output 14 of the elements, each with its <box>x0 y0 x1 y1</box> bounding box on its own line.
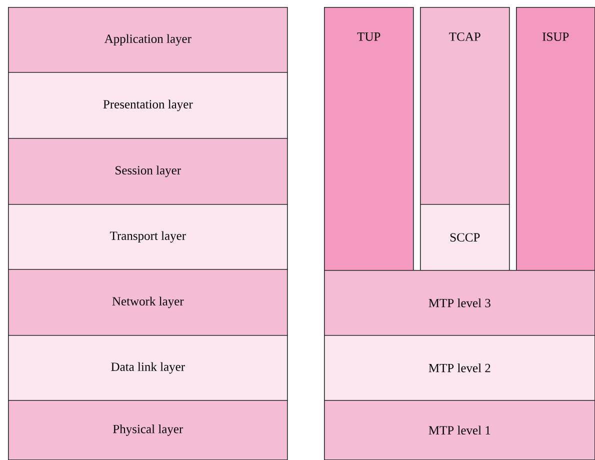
layer-box: Data link layer <box>8 335 288 401</box>
layer-box: Network layer <box>8 269 288 336</box>
layer-box: SCCP <box>420 204 510 271</box>
layer-box: Presentation layer <box>8 72 288 139</box>
layer-box: Physical layer <box>8 400 288 460</box>
protocol-box: ISUP <box>516 7 595 271</box>
layer-box: MTP level 3 <box>324 270 595 336</box>
layer-box: Application layer <box>8 7 288 73</box>
layer-box: Session layer <box>8 138 288 205</box>
layer-box: MTP level 2 <box>324 335 595 401</box>
protocol-box: TCAP <box>420 7 510 205</box>
protocol-box: TUP <box>324 7 414 271</box>
layer-box: Transport layer <box>8 204 288 270</box>
layer-box: MTP level 1 <box>324 400 595 460</box>
